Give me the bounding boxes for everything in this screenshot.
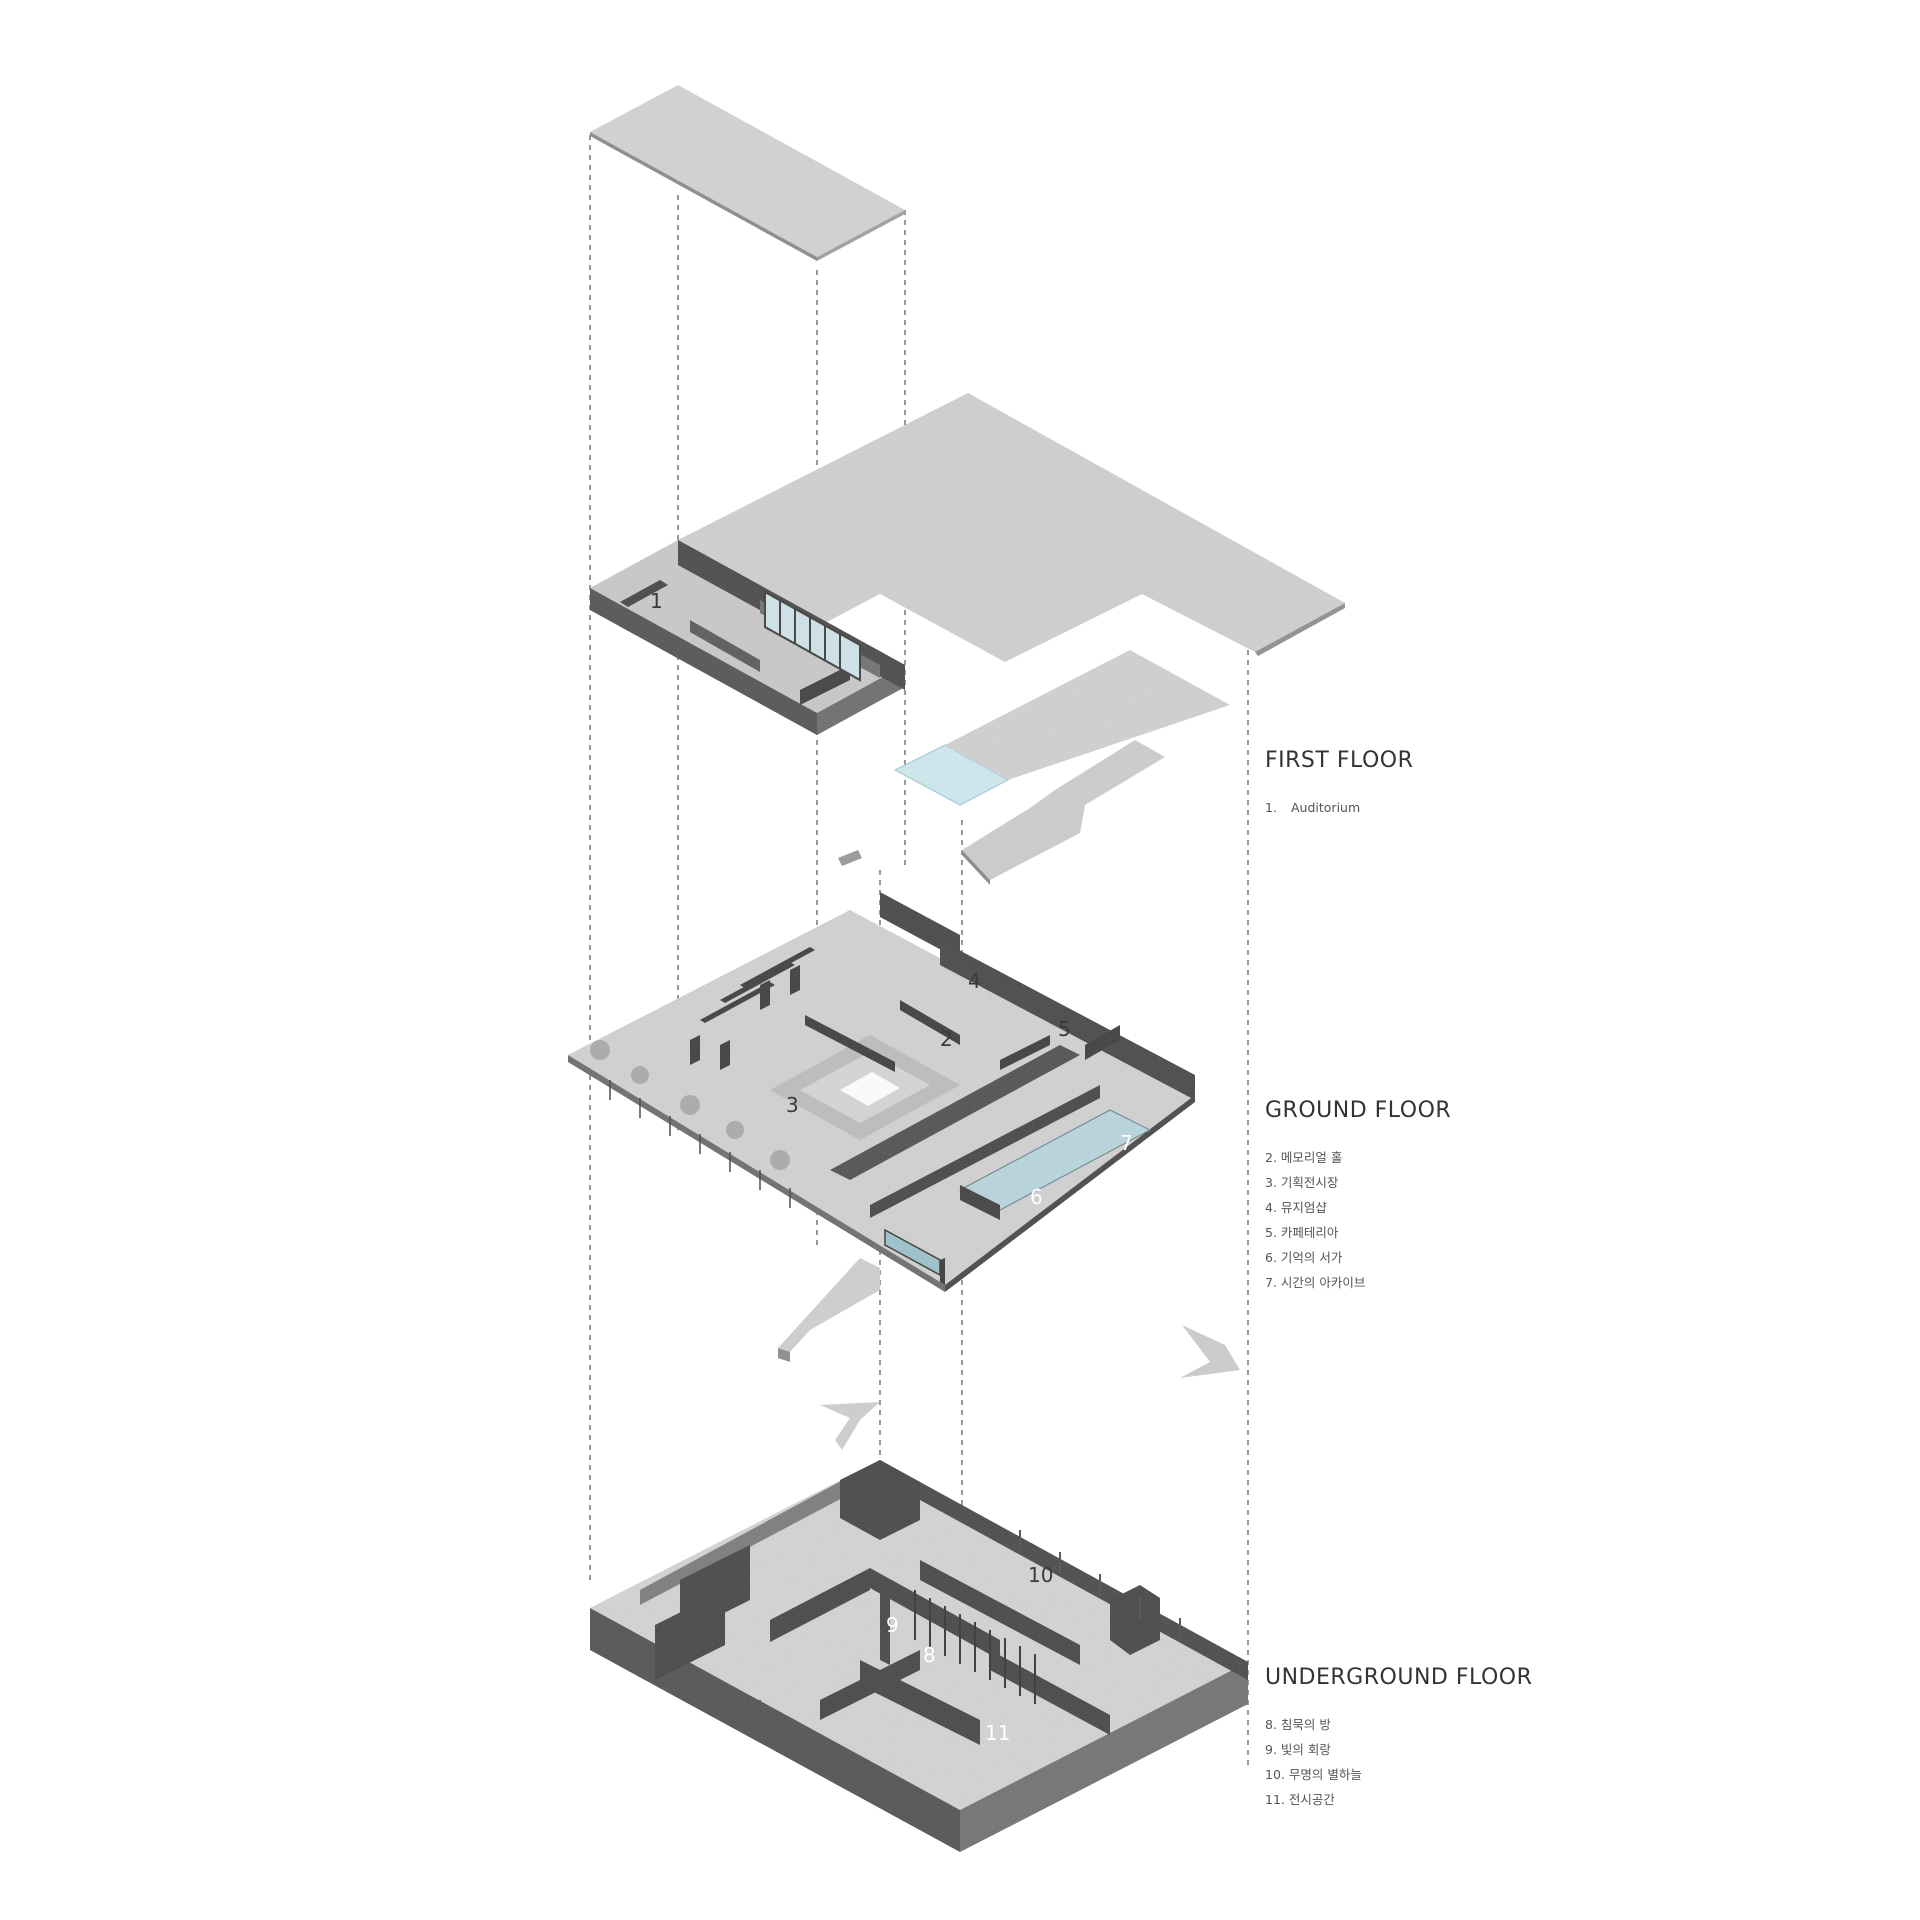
first-floor-legend: FIRST FLOOR 1. Auditorium: [1265, 748, 1413, 820]
legend-item: 10. 무명의 별하늘: [1265, 1767, 1362, 1782]
legend-item-label: Auditorium: [1291, 800, 1361, 815]
tree-planting: [590, 1040, 790, 1170]
legend-item: 6. 기억의 서가: [1265, 1250, 1343, 1265]
first-floor-room-list: 1. Auditorium: [1265, 795, 1413, 820]
room-number-6: 6: [1030, 1185, 1043, 1209]
room-number-labels: 1 2 3 4 5 6 7 8 9 10 11: [650, 589, 1133, 1745]
legend-item: 8. 침묵의 방: [1265, 1717, 1331, 1732]
underground-slab: [590, 1460, 1248, 1810]
legend-item: 1. Auditorium: [1265, 795, 1413, 820]
legend-item-number: 1.: [1265, 800, 1277, 815]
first-floor-roof-plate: [678, 393, 1345, 662]
legend-item: 7. 시간의 아카이브: [1265, 1275, 1366, 1290]
legend-item: 3. 기획전시장: [1265, 1175, 1339, 1190]
stair-elements: [778, 1258, 1240, 1450]
first-floor-title: FIRST FLOOR: [1265, 748, 1414, 773]
auditorium-glazing: [764, 590, 861, 682]
roof-slab: [590, 85, 905, 261]
auditorium-floor: [590, 540, 905, 713]
ground-floor-colonnade: [609, 1080, 791, 1208]
legend-item: 9. 빛의 회랑: [1265, 1742, 1331, 1757]
underground-floor-legend: UNDERGROUND FLOOR 8. 침묵의 방 9. 빛의 회랑 10. …: [1265, 1665, 1532, 1812]
legend-item: 4. 뮤지엄샵: [1265, 1200, 1327, 1215]
underground-floor-title: UNDERGROUND FLOOR: [1265, 1665, 1533, 1690]
ground-floor-room-list: 2. 메모리얼 홀 3. 기획전시장 4. 뮤지엄샵 5. 카페테리아 6. 기…: [1265, 1145, 1451, 1295]
room-number-9: 9: [886, 1613, 899, 1637]
ground-floor-legend: GROUND FLOOR 2. 메모리얼 홀 3. 기획전시장 4. 뮤지엄샵 …: [1265, 1098, 1451, 1295]
legend-item: 2. 메모리얼 홀: [1265, 1150, 1343, 1165]
room-number-1: 1: [650, 589, 663, 613]
room-number-3: 3: [786, 1093, 799, 1117]
room-number-8: 8: [923, 1643, 936, 1667]
canopy-strip: [945, 650, 1230, 780]
room-number-10: 10: [1028, 1563, 1053, 1587]
legend-item: 5. 카페테리아: [1265, 1225, 1339, 1240]
room-number-5: 5: [1058, 1017, 1071, 1041]
room-number-4: 4: [968, 969, 981, 993]
room-number-11: 11: [985, 1721, 1010, 1745]
underground-floor: [590, 1460, 1248, 1852]
underground-floor-room-list: 8. 침묵의 방 9. 빛의 회랑 10. 무명의 별하늘 11. 전시공간: [1265, 1712, 1532, 1812]
room-number-7: 7: [1120, 1131, 1133, 1155]
ramp-piece: [962, 740, 1165, 880]
gallery-light-slots: [914, 1590, 1036, 1704]
room-number-2: 2: [940, 1027, 953, 1051]
ground-floor-title: GROUND FLOOR: [1265, 1098, 1452, 1123]
legend-item: 11. 전시공간: [1265, 1792, 1335, 1807]
ground-floor: [568, 892, 1195, 1292]
first-floor: [590, 393, 1345, 885]
